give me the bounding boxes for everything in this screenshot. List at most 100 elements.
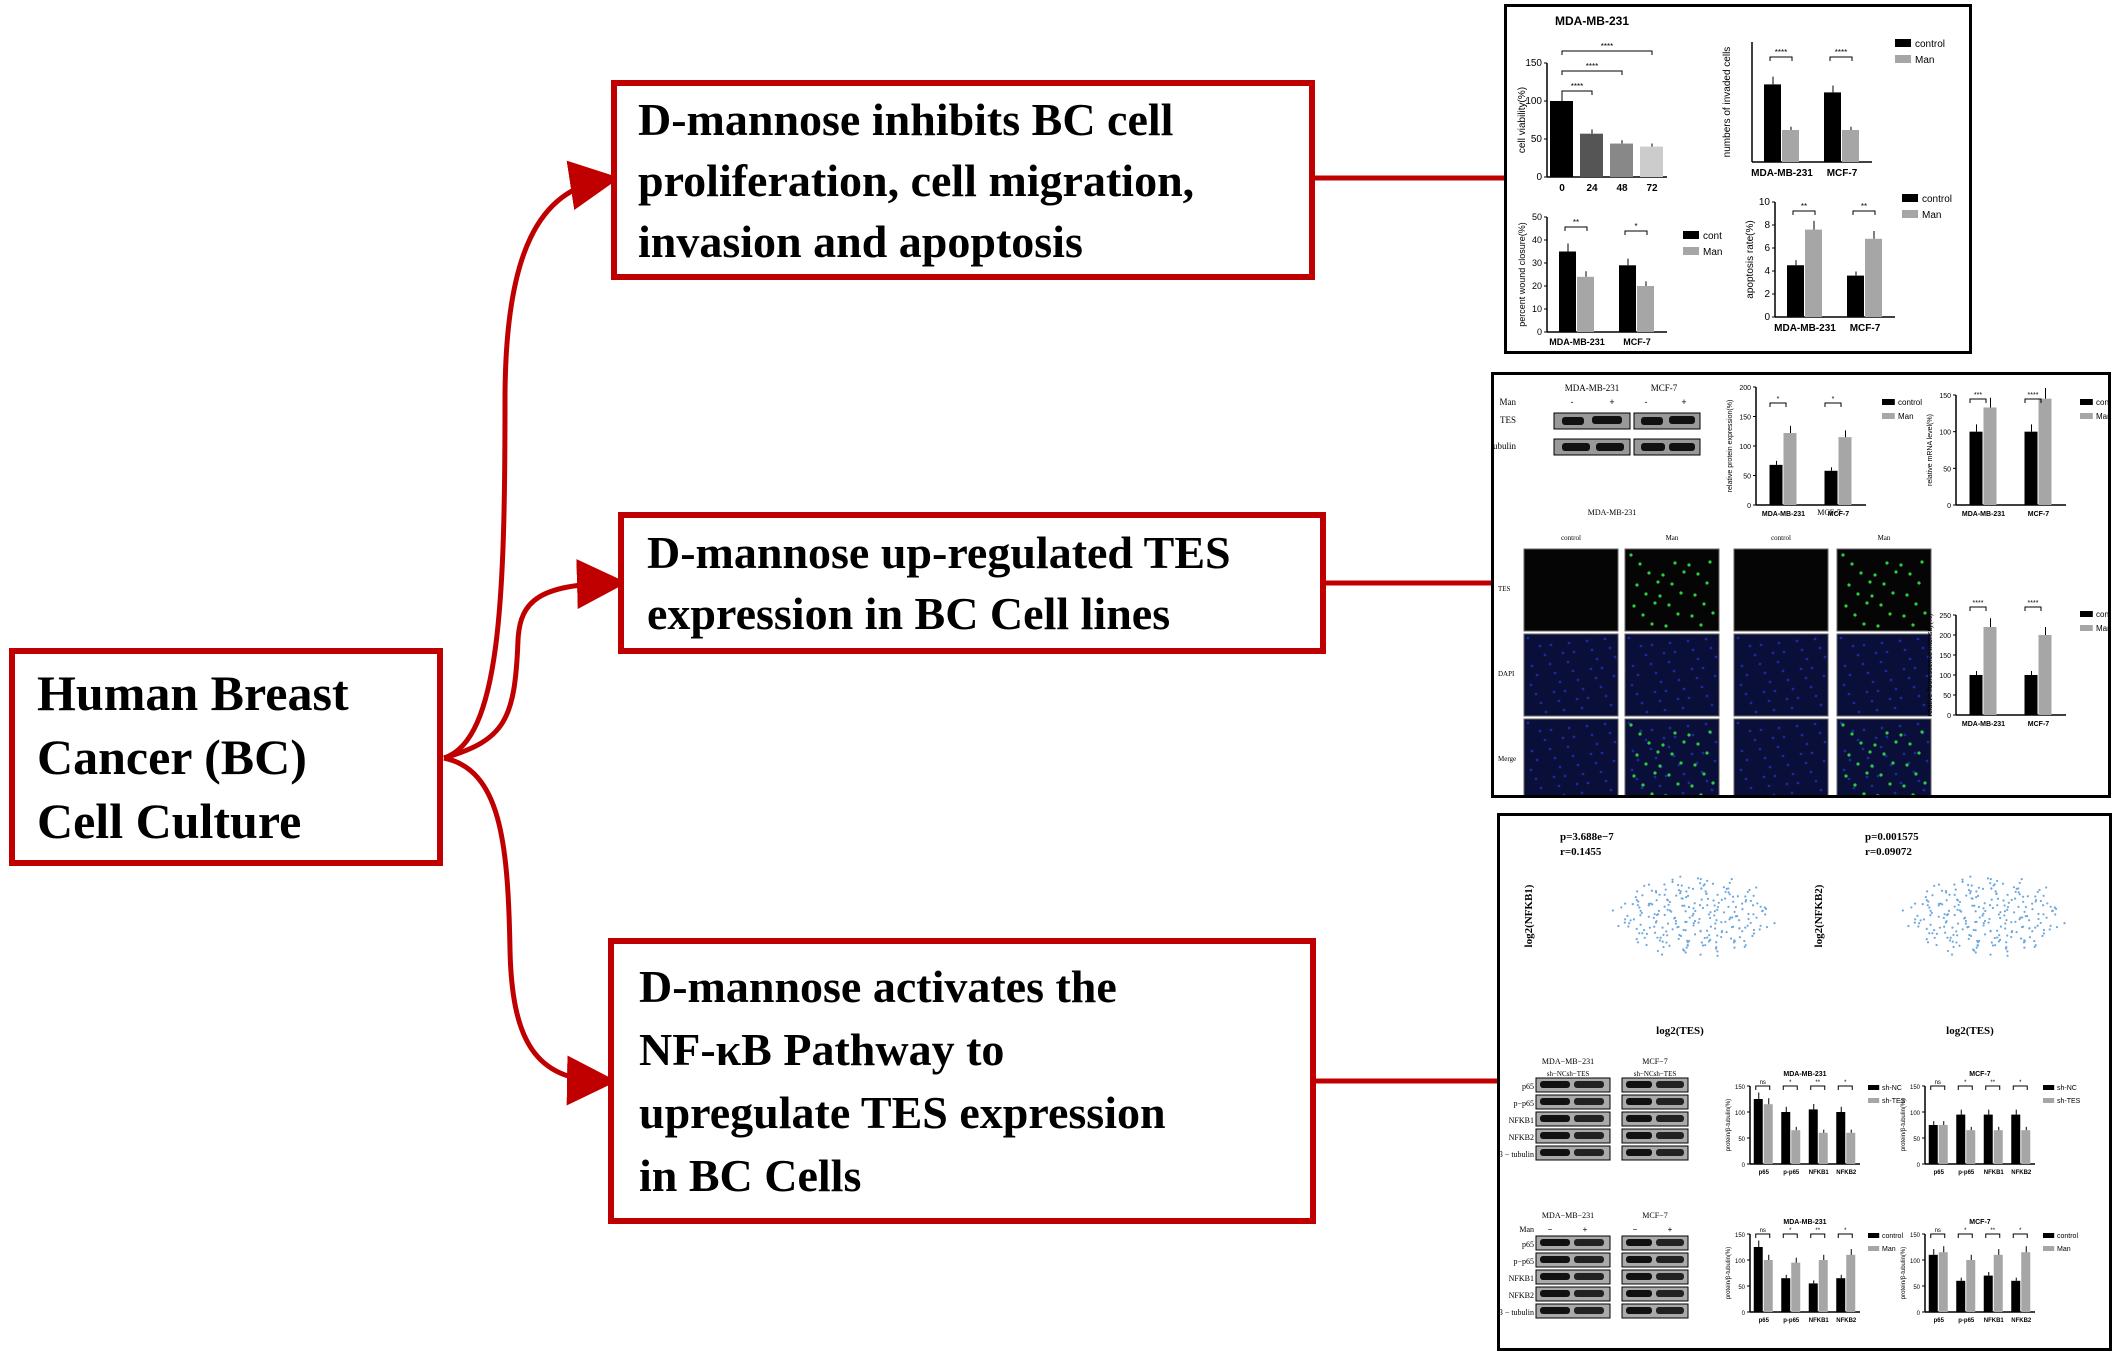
significance-bracket [1957,1233,1973,1238]
nucleus-dot [1861,662,1865,666]
legend-label: control [2057,1233,2078,1240]
significance-label: **** [1973,600,1984,607]
scatter-point [1988,904,1992,907]
nucleus-dot [1786,678,1790,682]
scatter-point [1677,883,1680,887]
scatter-point [1663,893,1666,896]
fluorescence-dot [1682,740,1686,744]
nucleus-dot [1631,664,1635,668]
scatter-point [1938,926,1942,929]
scatter-point [1705,892,1708,895]
significance-bracket [2024,606,2042,611]
bar [2024,431,2038,505]
scatter-point [1747,917,1750,921]
scatter-point [1660,953,1664,956]
scatter-point [1953,893,1956,896]
nucleus-dot [1672,669,1676,673]
scatter-point [1996,879,1999,883]
branch-3-line: NF-κB Pathway to [639,1024,1005,1075]
scatter-point [1628,922,1631,925]
scatter-point [2041,904,2045,907]
nucleus-dot [1653,690,1657,694]
scatter-point [1989,877,1992,881]
blot-band [1626,1149,1652,1156]
nucleus-dot [1668,726,1672,730]
scatter-point [2022,925,2025,928]
scatter-point [1952,945,1955,949]
legend-label: sh-NC [2057,1085,2077,1092]
scatter-point [1685,946,1688,949]
scatter-point [1667,903,1670,906]
scatter-point [1743,945,1746,949]
scatter-point [1946,936,1949,939]
scatter-point [1679,892,1682,895]
fluorescence-dot [1920,560,1924,564]
scatter-p-value: p=0.001575 [1865,831,1919,843]
nucleus-dot [1613,655,1617,659]
nucleus-dot [1810,666,1814,670]
bar [2021,1252,2031,1312]
scatter-point [1716,950,1719,953]
legend-swatch [2043,1085,2055,1090]
scatter-point [2010,921,2013,924]
scatter-point [1624,902,1627,905]
fluorescence-dot [1629,553,1633,557]
y-tick-label: 30 [1532,258,1542,268]
scatter-point [1713,914,1716,917]
nucleus-dot [1921,646,1925,650]
nucleus-dot [1796,696,1800,700]
nucleus-dot [1644,738,1648,742]
scatter-point [1937,915,1940,918]
blot-man-label: Man [1500,397,1517,407]
nucleus-dot [1710,703,1714,707]
nucleus-dot [1843,749,1847,753]
branch-2-line: D-mannose up-regulated TES [647,527,1231,578]
nucleus-dot [1526,721,1530,725]
arrow-to-branch-2 [443,558,627,761]
nucleus-dot [1599,770,1603,774]
scatter-point [1683,949,1686,952]
scatter-point [1930,911,1933,915]
blot-band [1540,1239,1570,1246]
scatter-point [1686,894,1690,897]
blot-band [1540,1290,1570,1297]
blot-band [1626,1115,1652,1122]
nucleus-dot [1870,784,1874,788]
nucleus-dot [1627,721,1631,725]
nucleus-dot [1902,667,1906,671]
scatter-point [1728,893,1731,896]
scatter-point [1975,890,1978,893]
fluorescence-dot [1653,771,1657,775]
scatter-point [1907,924,1910,928]
scatter-point [2003,914,2006,917]
y-tick-label: 6 [1764,243,1770,254]
scatter-point [1914,902,1917,905]
scatter-point [1668,944,1671,947]
nucleus-dot [1590,733,1594,737]
scatter-point [2053,906,2056,909]
nucleus-dot [1662,736,1666,740]
scatter-point [1933,936,1936,939]
x-tick-label: MDA-MB-231 [1962,721,2005,728]
nucleus-dot [1649,747,1653,751]
nucleus-dot [1677,678,1681,682]
bar [2021,1130,2031,1164]
nucleus-dot [1700,685,1704,689]
scatter-point [1727,887,1730,890]
scatter-point [1736,895,1740,898]
nucleus-dot [1800,733,1804,737]
nucleus-dot [1635,692,1639,696]
scatter-point [1713,910,1716,913]
scatter-point [2018,881,2021,885]
nucleus-dot [1627,636,1631,640]
y-tick-label: 100 [1739,444,1751,451]
scatter-point [2021,916,2024,919]
scatter-point [1996,929,1999,932]
scatter-point [1990,887,1993,890]
fluorescence-dot [1693,763,1697,767]
fluorescence-dot [1920,730,1924,734]
nucleus-dot [1654,756,1658,760]
scatter-point [1996,897,2000,900]
